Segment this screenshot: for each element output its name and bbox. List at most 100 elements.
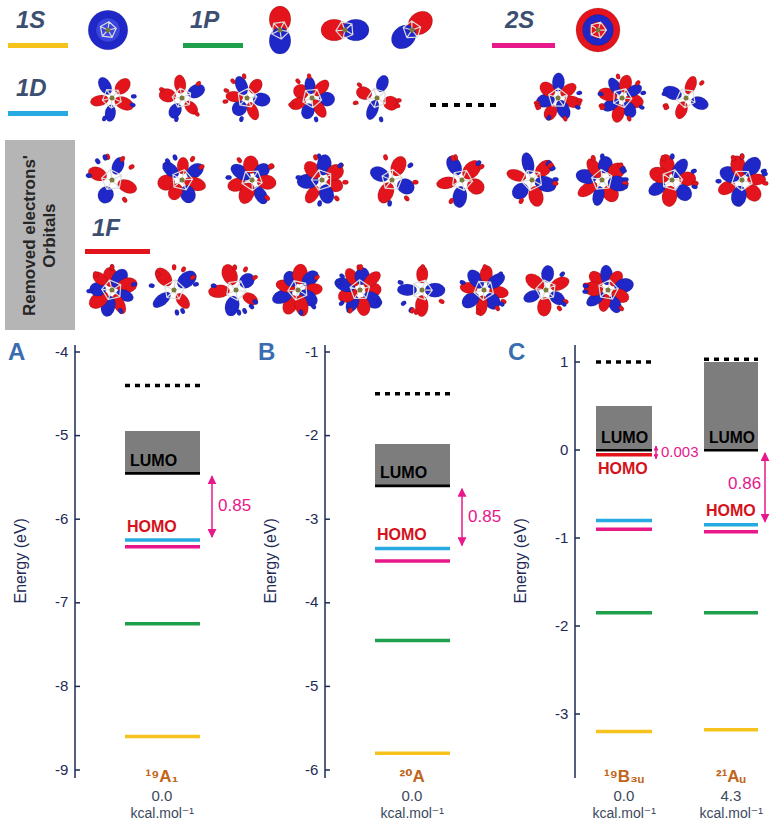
energy-unit: kcal.mol⁻¹ <box>131 806 194 821</box>
orbital-lobe <box>383 154 389 161</box>
orbital-lobe <box>407 162 415 169</box>
central-atom <box>310 96 315 101</box>
axis-tick <box>325 686 330 688</box>
energy-level <box>375 752 450 756</box>
axis-tick <box>75 518 80 520</box>
homo-label: HOMO <box>377 526 427 544</box>
panel-letter: C <box>508 339 525 365</box>
orbital-lobe <box>131 94 137 99</box>
orbital-lobe <box>577 98 583 103</box>
axis-tick <box>75 435 80 437</box>
lumo-level <box>125 472 200 475</box>
energy-level <box>704 523 758 527</box>
orbital-picture <box>225 155 277 206</box>
gap-arrow <box>211 476 213 537</box>
orbital-lobe <box>692 181 699 186</box>
relative-energy: 0.0 <box>152 788 173 805</box>
orbital-lobe <box>497 271 504 278</box>
gap-arrow <box>655 446 657 459</box>
lumo-level <box>596 449 652 452</box>
cluster-cage <box>522 170 542 190</box>
band-gap-box: LUMO <box>125 431 200 471</box>
orbital-lobe <box>475 159 483 167</box>
central-atom <box>375 96 380 101</box>
orbital-lobe <box>535 105 542 111</box>
orbital-lobe <box>690 168 697 174</box>
cluster-cage <box>599 280 618 299</box>
cluster-cage <box>303 90 322 108</box>
virtual-level <box>596 360 652 364</box>
orbital-lobe <box>236 309 241 315</box>
tick-label: -4 <box>305 594 318 611</box>
orbital-lobe <box>552 181 559 186</box>
orbital-lobe <box>352 100 358 105</box>
orbital-lobe <box>412 180 419 185</box>
orbital-lobe <box>165 181 185 203</box>
central-atom <box>670 178 675 183</box>
central-atom <box>180 178 185 183</box>
orbital-lobe <box>484 270 507 292</box>
orbital-picture <box>156 154 207 205</box>
central-atom <box>180 96 185 101</box>
homo-label: HOMO <box>598 460 648 478</box>
tick-label: -6 <box>55 511 68 528</box>
orbital-lobe <box>457 200 462 207</box>
orbital-picture <box>533 73 582 123</box>
orbital-lobe <box>634 79 641 86</box>
central-atom <box>245 96 250 101</box>
orbital-lobe <box>698 79 705 86</box>
orbital-lobe <box>313 274 320 281</box>
orbital-lobe <box>90 269 109 288</box>
orbital-lobe <box>459 279 466 285</box>
central-atom <box>110 178 115 183</box>
orbital-lobe <box>236 180 258 206</box>
orbital-lobe <box>361 268 384 290</box>
gap-value: 0.85 <box>468 508 501 527</box>
orbital-picture <box>397 264 445 316</box>
central-atom <box>606 288 611 293</box>
orbital-picture <box>582 264 635 315</box>
cluster-cage <box>102 170 122 190</box>
orbital-picture <box>85 153 139 205</box>
tick-label: -5 <box>305 678 318 695</box>
orbital-lobe <box>583 282 590 288</box>
orbital-lobe <box>189 155 196 163</box>
orbital-lobe <box>121 196 128 204</box>
orbital-lobe <box>335 279 342 285</box>
tick-label: -7 <box>55 594 68 611</box>
orbital-lobe <box>342 180 349 185</box>
orbital-lobe <box>242 73 247 79</box>
orbital-lobe <box>397 279 404 285</box>
orbital-lobe <box>617 162 625 169</box>
orbital-lobe <box>387 200 392 207</box>
cluster-cage <box>100 22 116 38</box>
virtual-level <box>125 384 200 388</box>
orbital-lobe <box>222 99 228 104</box>
orbital-lobe <box>403 195 410 203</box>
orbital-lobe <box>92 270 99 277</box>
orbital-lobe <box>482 264 487 270</box>
legend-swatch <box>492 43 555 48</box>
orbital-lobe <box>576 90 583 95</box>
cluster-cage <box>102 280 121 300</box>
legend-label: 2S <box>505 7 534 33</box>
axis-tick <box>575 449 580 451</box>
orbital-lobe <box>96 18 120 42</box>
orbital-lobe <box>242 266 248 273</box>
orbital-picture <box>715 153 768 207</box>
axis-tick <box>75 351 80 353</box>
orbital-lobe <box>420 264 425 270</box>
orbital-lobe <box>498 300 505 307</box>
energy-level <box>375 639 450 643</box>
orbital-lobe <box>252 299 259 306</box>
orbital-lobe <box>223 295 241 318</box>
orbital-lobe <box>364 98 382 121</box>
orbital-picture <box>387 6 438 53</box>
orbital-lobe <box>400 300 407 307</box>
gap-value: 0.86 <box>728 475 761 494</box>
orbital-lobe <box>590 22 607 39</box>
orbital-picture <box>646 152 699 207</box>
orbital-lobe <box>307 73 312 79</box>
central-atom <box>296 288 301 293</box>
orbital-lobe <box>230 78 237 85</box>
